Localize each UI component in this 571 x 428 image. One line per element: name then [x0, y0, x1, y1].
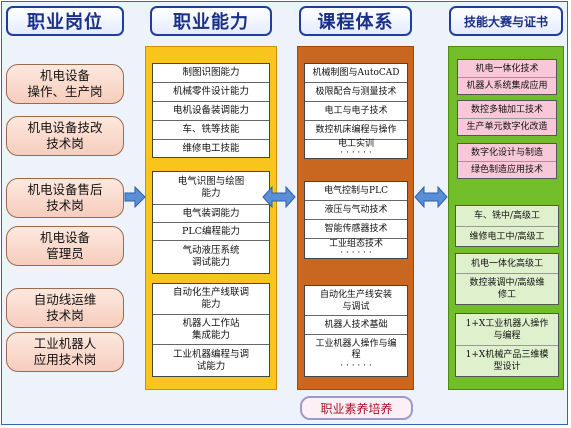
course-item: 极限配合与测量技术 — [305, 83, 407, 102]
certificate-item: 数控装调中/高级维 修工 — [469, 278, 545, 300]
certificates-column: 机电一体化技术 机器人系统集成应用 数控多轴加工技术 生产单元数字化改造 数字化… — [448, 46, 564, 390]
job-box: 自动线运维 技术岗 — [6, 288, 124, 328]
course-item: 智能传感器技术 — [305, 220, 407, 239]
ability-item: 工业机器编程与调 试能力 — [172, 348, 249, 372]
course-group: 机械制图与AutoCAD 极限配合与测量技术 电工与电子技术 数控机床编程与操作… — [304, 63, 408, 159]
ability-group: 自动化生产线联调 能力 机器人工作站 集成能力 工业机器编程与调 试能力 — [152, 283, 270, 377]
professional-literacy-badge: 职业素养培养 — [300, 396, 413, 420]
competition-item: 生产单元数字化改造 — [466, 122, 548, 132]
course-item: 机械制图与AutoCAD — [305, 64, 407, 83]
course-group: 电气控制与PLC 液压与气动技术 智能传感器技术 工业组态技术 · · · · … — [304, 181, 408, 259]
right-arrow-icon — [124, 186, 146, 208]
course-item: 电工实训 · · · · · · — [337, 139, 374, 158]
ability-group: 电气识图与绘图 能力 电气装调能力 PLC编程能力 气动液压系统 调试能力 — [152, 171, 270, 274]
ability-item: 机械零件设计能力 — [153, 83, 269, 102]
ability-item: 机器人工作站 集成能力 — [153, 315, 269, 345]
ability-item: 自动化生产线联调 能力 — [153, 284, 269, 315]
competition-group: 数控多轴加工技术 生产单元数字化改造 — [457, 100, 557, 136]
competition-item: 机电一体化技术 — [458, 60, 556, 78]
header-jobs: 职业岗位 — [6, 6, 124, 36]
competition-group: 机电一体化技术 机器人系统集成应用 — [457, 59, 557, 95]
jobs-column: 机电设备 操作、生产岗 机电设备技改 技术岗 机电设备售后 技术岗 机电设备 管… — [6, 46, 124, 421]
ability-item: 维修电工技能 — [182, 142, 240, 154]
ability-group: 制图识图能力 机械零件设计能力 电机设备装调能力 车、铣等技能 维修电工技能 — [152, 63, 270, 158]
competition-item: 机器人系统集成应用 — [466, 81, 548, 91]
competition-item: 数字化设计与制造 — [458, 144, 556, 162]
certificate-item: 机电一体化高级工 — [456, 254, 558, 274]
certificate-item: 维修电工中/高级工 — [469, 231, 545, 242]
course-item: 工业组态技术 · · · · · · — [328, 238, 383, 258]
job-box: 机电设备技改 技术岗 — [6, 116, 124, 156]
competition-item: 绿色制造应用技术 — [470, 165, 543, 175]
job-box: 工业机器人 应用技术岗 — [6, 332, 124, 372]
course-item: 电气控制与PLC — [305, 182, 407, 201]
course-item: 自动化生产线安装 与调试 — [305, 286, 407, 316]
certificate-item: 车、铣中/高级工 — [456, 206, 558, 227]
course-group: 自动化生产线安装 与调试 机器人技术基础 工业机器人操作与编 程 · · · ·… — [304, 285, 408, 377]
job-box: 机电设备 操作、生产岗 — [6, 64, 124, 104]
job-box: 机电设备 管理员 — [6, 226, 124, 266]
ability-item: PLC编程能力 — [153, 223, 269, 241]
abilities-column: 制图识图能力 机械零件设计能力 电机设备装调能力 车、铣等技能 维修电工技能 电… — [145, 46, 277, 390]
double-arrow-icon — [414, 186, 448, 208]
ability-item: 气动液压系统 调试能力 — [182, 245, 240, 268]
ability-item: 制图识图能力 — [153, 64, 269, 83]
certificate-item: 1+X工业机器人操作 与编程 — [456, 314, 558, 346]
ability-item: 电机设备装调能力 — [153, 102, 269, 121]
certificate-item: 1+X机械产品三维模 型设计 — [465, 350, 549, 372]
course-item: 液压与气动技术 — [305, 201, 407, 220]
header-courses: 课程体系 — [299, 6, 412, 36]
competition-item: 数控多轴加工技术 — [458, 101, 556, 119]
certificate-group: 车、铣中/高级工 维修电工中/高级工 — [455, 205, 559, 247]
job-box: 机电设备售后 技术岗 — [6, 178, 124, 218]
ability-item: 电气装调能力 — [153, 205, 269, 223]
certificate-group: 机电一体化高级工 数控装调中/高级维 修工 — [455, 253, 559, 305]
competition-group: 数字化设计与制造 绿色制造应用技术 — [457, 143, 557, 179]
header-competitions-certificates: 技能大赛与证书 — [449, 6, 563, 36]
course-item: 机器人技术基础 — [305, 316, 407, 335]
header-abilities: 职业能力 — [150, 6, 272, 36]
course-item: 电工与电子技术 — [305, 102, 407, 121]
ability-item: 电气识图与绘图 能力 — [153, 172, 269, 205]
double-arrow-icon — [262, 186, 296, 208]
certificate-group: 1+X工业机器人操作 与编程 1+X机械产品三维模 型设计 — [455, 313, 559, 377]
course-item: 数控机床编程与操作 — [305, 121, 407, 140]
course-item: 工业机器人操作与编 程 · · · · · · — [315, 339, 397, 371]
ability-item: 车、铣等技能 — [153, 121, 269, 140]
courses-column: 机械制图与AutoCAD 极限配合与测量技术 电工与电子技术 数控机床编程与操作… — [297, 46, 414, 390]
